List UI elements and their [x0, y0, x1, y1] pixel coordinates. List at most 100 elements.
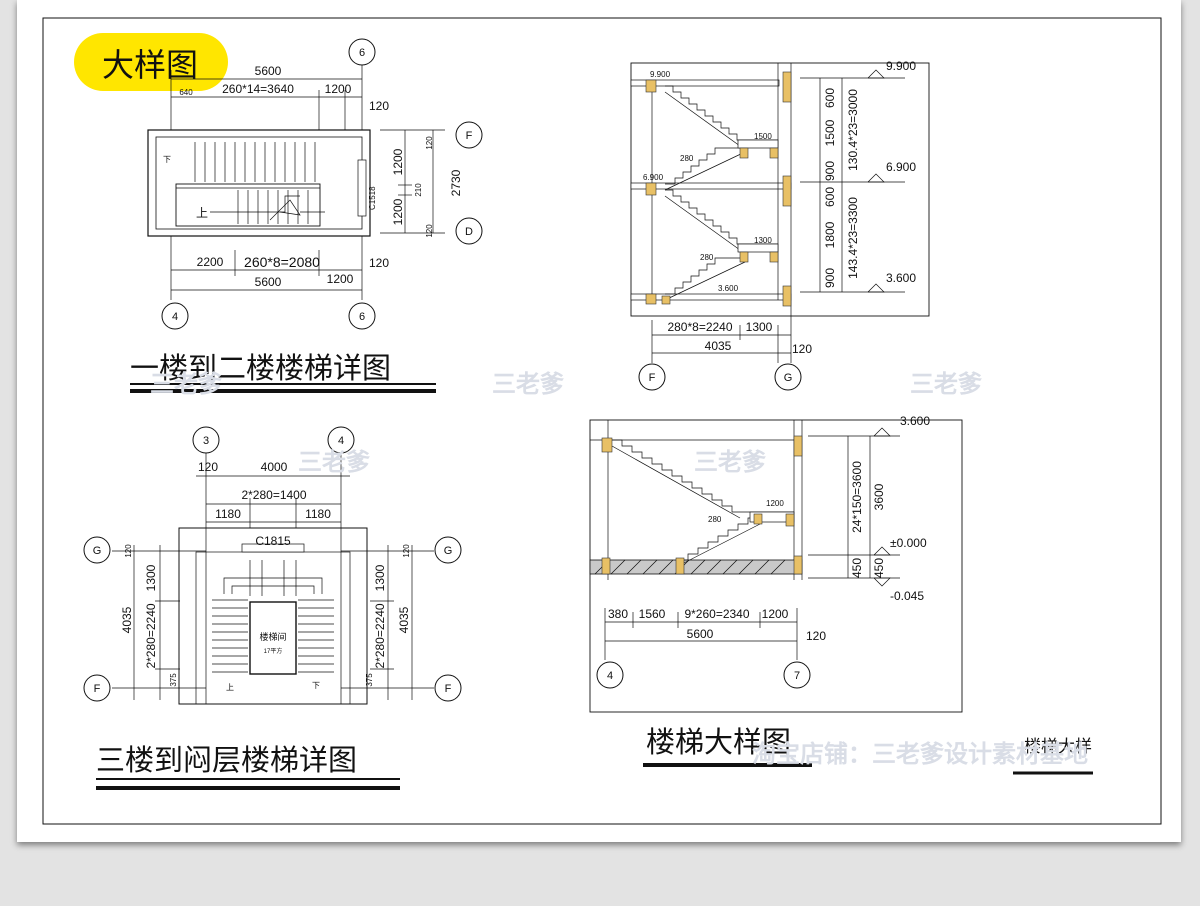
plan2-room-area: 17平方 [264, 647, 283, 655]
plan1-right-dim-2: 1200 [391, 148, 405, 175]
section2-bot-dim-2: 1560 [639, 607, 666, 621]
section1-tread-2: 1500 [754, 132, 772, 141]
section1-level-2: 6.900 [886, 160, 916, 174]
plan1-right-dim-4: 1200 [391, 198, 405, 225]
plan1-bot-run: 260*8=2080 [244, 254, 320, 270]
section1-inner-level-3: 3.600 [718, 284, 739, 293]
plan1-bot-wall: 120 [369, 256, 389, 270]
section2-tread-1: 1200 [766, 499, 784, 508]
section1-right-total-1: 130.4*23=3000 [846, 89, 860, 171]
watermark-2: 三老爹 [492, 370, 565, 398]
plan2-right-dim-4: 375 [365, 673, 374, 687]
plan1-right-total: 2730 [449, 169, 463, 196]
plan2-top-wall: 120 [198, 460, 218, 474]
section2-right-dim-1: 24*150=3600 [850, 461, 864, 533]
plan2-top-right: 1180 [305, 507, 331, 521]
section1-inner-level-1: 9.900 [650, 70, 671, 79]
plan1-axis-bottom-right: 6 [359, 311, 365, 323]
plan2-left-dim-2: 1300 [144, 564, 158, 591]
plan1-axis-right-top: F [466, 130, 473, 142]
plan2-up-label: 上 [226, 683, 234, 692]
section2-level-3: -0.045 [890, 589, 924, 603]
section1-right-dim-3: 900 [823, 161, 837, 181]
plan2-right-dim-1: 120 [402, 544, 411, 558]
plan2-top-run: 2*280=1400 [241, 488, 306, 502]
section2-level-1: 3.600 [900, 414, 930, 428]
plan2-axis-right-top: G [444, 545, 453, 557]
plan1-window-label: C1518 [368, 186, 377, 210]
plan1-bot-landing: 1200 [327, 272, 354, 286]
section1-right-dim-5: 1800 [823, 221, 837, 248]
watermark-4: 三老爹 [298, 448, 371, 476]
plan-floor3-attic: 3 4 120 4000 2*280=1400 1180 1180 C1815 [83, 426, 462, 790]
section-upper: 9.900 6.900 3.600 280 1500 280 1300 9.90… [630, 59, 930, 391]
plan1-right-dim-3: 210 [414, 183, 423, 197]
plan-floor1-2: 5600 260*14=3640 1200 640 120 6 上 [130, 38, 483, 393]
plan1-bot-left: 2200 [197, 255, 224, 269]
plan2-left-dim-3: 2*280=2240 [144, 603, 158, 668]
badge-text: 大样图 [102, 47, 198, 83]
watermark-5: 三老爹 [694, 448, 767, 476]
drawing-frame [42, 17, 1162, 825]
plan1-bot-total: 5600 [255, 275, 282, 289]
section2-bot-total: 5600 [687, 627, 714, 641]
section1-tread-1: 280 [680, 154, 694, 163]
plan1-axis-bottom-left: 4 [172, 311, 178, 323]
section2-title: 楼梯大样图 [646, 726, 791, 759]
watermark-shop: 淘宝店铺：三老爹设计素材基地 [752, 740, 1088, 768]
section1-tread-4: 1300 [754, 236, 772, 245]
section2-right-dim-4: 450 [872, 558, 886, 578]
plan1-top-left: 640 [179, 88, 193, 97]
corner-label: 楼梯大样 [1024, 737, 1092, 756]
section1-right-dim-1: 600 [823, 88, 837, 108]
section2-bot-dim-1: 380 [608, 607, 628, 621]
plan2-left-total: 4035 [120, 606, 134, 633]
section2-bot-wall: 120 [806, 629, 826, 643]
section1-level-3: 3.600 [886, 271, 916, 285]
section1-axis-1: F [649, 372, 656, 384]
section1-bot-dim-2: 1300 [746, 320, 773, 334]
plan2-right-dim-2: 1300 [373, 564, 387, 591]
plan2-window-label: C1815 [255, 534, 291, 548]
plan2-right-dim-3: 2*280=2240 [373, 603, 387, 668]
plan1-right-dim-1: 120 [425, 136, 434, 150]
ground-hatch [594, 559, 786, 575]
section1-right-dim-6: 900 [823, 268, 837, 288]
section1-right-total-2: 143.4*23=3300 [846, 197, 860, 279]
plan2-axis-left-bottom: F [94, 683, 101, 695]
title-badge: 大样图 [74, 33, 228, 91]
section2-axis-1: 4 [607, 670, 613, 682]
plan1-top-landing: 1200 [325, 82, 352, 96]
plan1-title: 一楼到二楼楼梯详图 [130, 352, 391, 385]
watermark-3: 三老爹 [910, 370, 983, 398]
section2-axis-2: 7 [794, 670, 800, 682]
section1-bot-total: 4035 [705, 339, 732, 353]
section1-axis-2: G [784, 372, 793, 384]
plan1-top-run: 260*14=3640 [222, 82, 294, 96]
plan1-axis-top: 6 [359, 47, 365, 59]
section1-inner-level-2: 6.900 [643, 173, 664, 182]
watermark-1: 三老爹 [150, 370, 223, 398]
section1-bot-wall: 120 [792, 342, 812, 356]
plan1-axis-right-bottom: D [465, 226, 473, 238]
section2-bot-dim-3: 9*260=2340 [684, 607, 749, 621]
section2-bot-dim-4: 1200 [762, 607, 789, 621]
plan1-right-dim-5: 120 [425, 224, 434, 238]
plan2-room-label: 楼梯间 [259, 631, 286, 642]
section1-bot-dim-1: 280*8=2240 [667, 320, 732, 334]
plan2-left-dim-4: 375 [169, 673, 178, 687]
plan1-down-label: 下 [163, 155, 171, 164]
plan2-axis-left-top: G [93, 545, 102, 557]
plan1-top-total: 5600 [255, 64, 282, 78]
section1-tread-3: 280 [700, 253, 714, 262]
plan2-top-left: 1180 [215, 507, 241, 521]
section2-level-2: ±0.000 [890, 536, 927, 550]
section1-right-dim-4: 600 [823, 187, 837, 207]
plan2-left-dim-1: 120 [124, 544, 133, 558]
plan2-down-label: 下 [312, 681, 320, 690]
section2-tread-2: 280 [708, 515, 722, 524]
plan2-top-total: 4000 [261, 460, 288, 474]
plan1-up-label: 上 [196, 206, 208, 220]
plan2-axis-right-bottom: F [445, 683, 452, 695]
